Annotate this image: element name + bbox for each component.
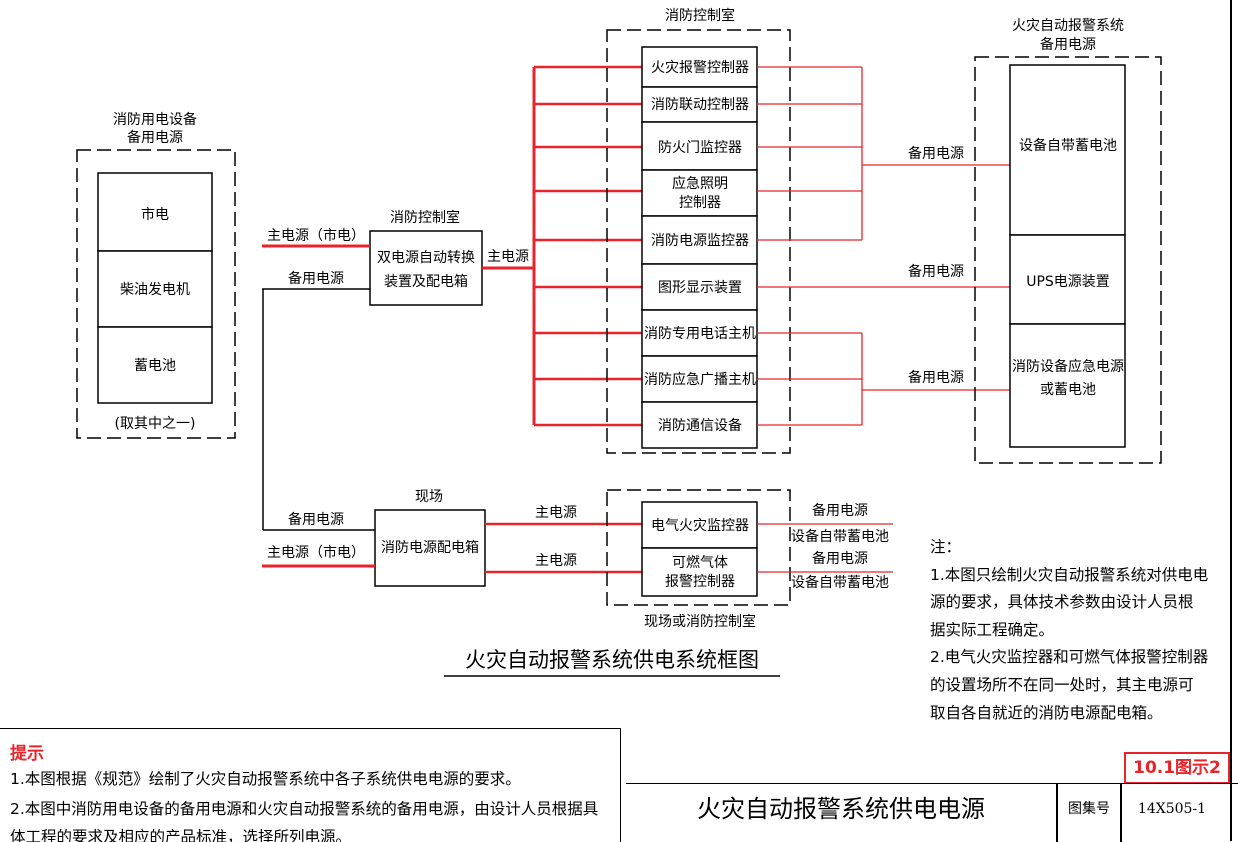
device-label-9: 消防通信设备 <box>658 417 742 434</box>
ats-main-output-label: 主电源 <box>487 249 529 265</box>
field-device-frame <box>606 489 791 606</box>
backup-box-ups <box>1009 234 1126 325</box>
notes-line-3: 据实际工程确定。 <box>930 620 1055 639</box>
backup-link-label-3: 备用电源 <box>908 369 964 386</box>
backup-link-label-2: 备用电源 <box>908 263 964 280</box>
ats-label-2: 装置及配电箱 <box>384 274 468 290</box>
backup-group-heading-1: 火灾自动报警系统 <box>1012 17 1124 34</box>
backup-label-eps-2: 或蓄电池 <box>1040 382 1096 398</box>
backup-label-eps-1: 消防设备应急电源 <box>1012 358 1124 375</box>
tips-heading: 提示 <box>10 744 44 764</box>
field-distribution-label: 消防电源配电箱 <box>381 540 479 556</box>
device-box-4 <box>641 169 758 217</box>
notes-line-5: 的设置场所不在同一处时，其主电源可 <box>930 675 1194 694</box>
notes-line-4: 2.电气火灾监控器和可燃气体报警控制器 <box>930 648 1209 667</box>
backup-box-battery <box>1009 64 1126 236</box>
left-source-footnote: (取其中之一) <box>115 416 196 432</box>
ats-label-1: 双电源自动转换 <box>377 249 475 266</box>
device-label-5: 消防电源监控器 <box>651 233 749 249</box>
field-backup-label-2b: 设备自带蓄电池 <box>791 574 889 591</box>
device-box-5 <box>641 215 758 265</box>
field-distribution-box <box>374 509 486 587</box>
left-source-heading-1: 消防用电设备 <box>113 111 197 128</box>
device-label-8: 消防应急广播主机 <box>644 371 756 388</box>
field-area-caption: 现场或消防控制室 <box>644 613 756 630</box>
device-label-3: 防火门监控器 <box>658 140 742 156</box>
tips-panel: 提示 1.本图根据《规范》绘制了火灾自动报警系统中各子系统供电电源的要求。 2.… <box>0 728 621 842</box>
source-label-battery: 蓄电池 <box>134 358 176 374</box>
tips-line-3: 体工程的要求及相应的产品标准，选择所列电源。 <box>10 828 352 842</box>
device-label-1: 火灾报警控制器 <box>651 59 749 76</box>
field-device-label-1: 电气火灾监控器 <box>651 517 749 534</box>
device-box-8 <box>641 355 758 403</box>
backup-box-eps <box>1009 323 1126 448</box>
notes-line-2: 源的要求，具体技术参数由设计人员根 <box>930 593 1194 612</box>
device-label-6: 图形显示装置 <box>658 280 742 296</box>
tips-line-2: 2.本图中消防用电设备的备用电源和火灾自动报警系统的备用电源，由设计人员根据具 <box>10 800 599 818</box>
field-main-output-label-1: 主电源 <box>535 505 577 521</box>
backup-label-ups: UPS电源装置 <box>1026 274 1110 290</box>
control-room-heading: 消防控制室 <box>665 7 735 24</box>
source-box-mains <box>97 172 213 252</box>
backup-link-label-1: 备用电源 <box>908 145 964 162</box>
device-label-4a: 应急照明 <box>672 175 728 192</box>
field-backup-label-2a: 备用电源 <box>812 550 868 567</box>
left-source-heading-2: 备用电源 <box>127 129 183 146</box>
ats-box <box>369 230 483 306</box>
field-backup-label-1b: 设备自带蓄电池 <box>791 528 889 545</box>
device-label-4b: 控制器 <box>679 195 721 211</box>
device-box-6 <box>641 263 758 311</box>
field-device-label-2b: 报警控制器 <box>665 574 735 590</box>
field-device-box-2 <box>641 547 758 597</box>
notes-panel: 注： 1.本图只绘制火灾自动报警系统对供电电 源的要求，具体技术参数由设计人员根… <box>930 534 1230 727</box>
sheet-tag: 10.1图示2 <box>1124 752 1230 784</box>
sheet-border-right <box>1230 0 1232 841</box>
title-block-atlas-code: 14X505-1 <box>1137 801 1207 817</box>
field-device-box-1 <box>641 501 758 549</box>
field-backup-label-1a: 备用电源 <box>812 502 868 519</box>
ats-heading: 消防控制室 <box>390 209 460 226</box>
device-box-3 <box>641 121 758 171</box>
field-device-label-2a: 可燃气体 <box>672 554 728 571</box>
title-block: 火灾自动报警系统供电电源 图集号 14X505-1 <box>626 783 1238 842</box>
device-label-7: 消防专用电话主机 <box>644 326 756 342</box>
source-box-battery <box>97 326 213 404</box>
device-box-9 <box>641 401 758 449</box>
backup-label-battery: 设备自带蓄电池 <box>1019 137 1117 154</box>
title-block-title: 火灾自动报警系统供电电源 <box>697 795 985 823</box>
source-label-mains: 市电 <box>141 206 169 223</box>
field-main-input-label: 主电源（市电） <box>267 544 365 561</box>
field-main-output-label-2: 主电源 <box>535 553 577 569</box>
left-source-group-frame <box>76 149 236 439</box>
backup-group-frame <box>974 56 1162 464</box>
field-backup-input-label: 备用电源 <box>288 511 344 528</box>
source-label-diesel: 柴油发电机 <box>120 282 190 298</box>
ats-backup-input-label: 备用电源 <box>288 270 344 287</box>
notes-line-6: 取自各自就近的消防电源配电箱。 <box>930 703 1163 722</box>
ats-main-input-label: 主电源（市电） <box>267 227 365 244</box>
title-block-divider-1 <box>1056 784 1058 842</box>
notes-line-1: 1.本图只绘制火灾自动报警系统对供电电 <box>930 565 1209 584</box>
title-block-divider-2 <box>1120 784 1122 842</box>
diagram-title: 火灾自动报警系统供电系统框图 <box>465 648 759 672</box>
backup-group-heading-2: 备用电源 <box>1040 36 1096 53</box>
device-label-2: 消防联动控制器 <box>651 97 749 113</box>
notes-heading: 注： <box>930 538 962 556</box>
title-block-atlas-label: 图集号 <box>1068 801 1110 817</box>
tips-line-1: 1.本图根据《规范》绘制了火灾自动报警系统中各子系统供电电源的要求。 <box>10 770 521 788</box>
control-room-frame <box>606 29 791 454</box>
field-heading: 现场 <box>415 489 443 505</box>
source-box-diesel <box>97 250 213 328</box>
